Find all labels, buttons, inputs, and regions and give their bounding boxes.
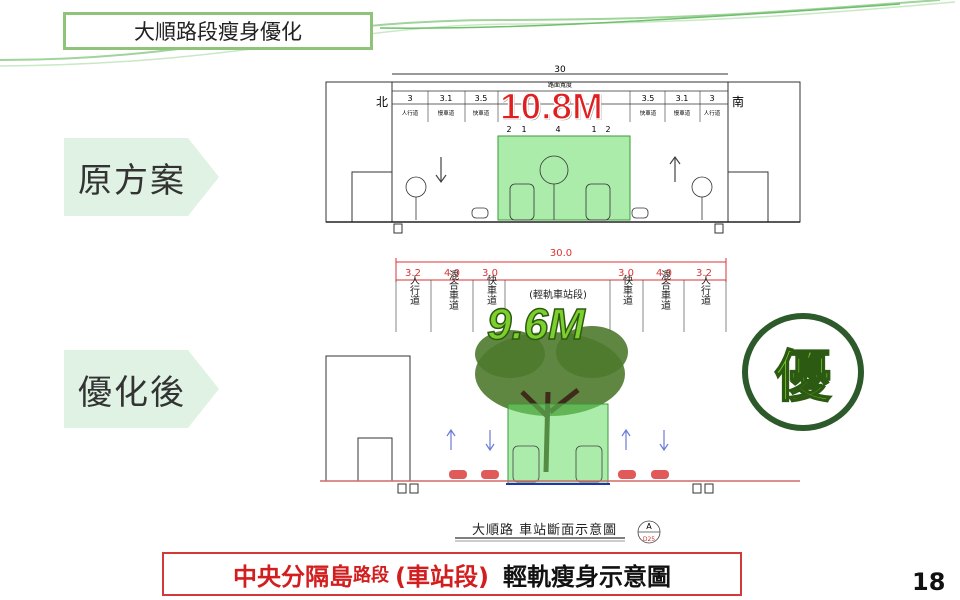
opt-dim-3: 3.0	[482, 268, 498, 279]
orig-center-dim-2: 1	[521, 125, 526, 134]
opt-lane-station: (輕軌車站段)	[529, 288, 587, 301]
orig-center-dim-4: 1	[591, 125, 596, 134]
opt-dim-4: 3.0	[618, 268, 634, 279]
opt-dim-5: 4.0	[656, 268, 672, 279]
orig-dim-3: 3.5	[475, 94, 488, 103]
optimized-width-label: 9.6M	[486, 299, 585, 350]
orig-center-dim-3: 4	[555, 125, 560, 134]
plan-tag-sub: D25	[643, 536, 655, 543]
original-width-label: 10.8M	[499, 85, 603, 128]
orig-lane-4: 快車道	[640, 109, 657, 117]
page-number: 18	[912, 568, 946, 596]
optimized-badge: 優	[742, 313, 864, 431]
label-optimized: 優化後	[64, 350, 219, 428]
orig-center-dim-5: 2	[605, 125, 610, 134]
orig-dim-1: 3	[407, 94, 412, 103]
orig-dim-6: 3.1	[676, 94, 689, 103]
orig-lane-1: 人行道	[402, 109, 419, 117]
plan-caption: 大順路 車站斷面示意圖	[472, 523, 618, 538]
caption-part1: 中央分隔島	[233, 562, 354, 591]
orig-dim-7: 3	[709, 94, 714, 103]
orig-lane-3: 快車道	[473, 109, 490, 117]
opt-lane-5: 快車道	[621, 275, 633, 305]
caption-part4: 輕軌瘦身示意圖	[502, 562, 671, 591]
opt-lane-3: 快車道	[485, 275, 497, 305]
north-label: 北	[376, 95, 388, 109]
label-original: 原方案	[64, 138, 219, 216]
bottom-caption: 中央分隔島 路段 (車站段) 輕軌瘦身示意圖	[162, 552, 742, 596]
opt-total-dim: 30.0	[550, 248, 572, 259]
caption-part2: 路段	[353, 565, 390, 586]
south-label: 南	[732, 94, 744, 109]
opt-lane-7: 人行道	[699, 275, 711, 305]
plan-tag-letter: A	[646, 522, 652, 531]
orig-total-sub: 路面寬度	[548, 81, 572, 89]
orig-center-dim-1: 2	[506, 125, 511, 134]
opt-dim-6: 3.2	[696, 268, 712, 279]
caption-part3: (車站段)	[395, 562, 489, 591]
opt-dim-1: 3.2	[405, 268, 421, 279]
orig-dim-2: 3.1	[440, 94, 453, 103]
orig-dim-5: 3.5	[642, 94, 655, 103]
slide-title: 大順路段瘦身優化	[63, 12, 373, 50]
opt-lane-2: 混合車道	[447, 270, 459, 310]
opt-lane-6: 混合車道	[659, 270, 671, 310]
optimized-cross-section: 30.0 3.2 4.0 3.0 3.0 4.0 3.2 人行道 混合車道 快車…	[320, 248, 800, 494]
opt-lane-1: 人行道	[408, 275, 420, 305]
orig-lane-2: 慢車道	[438, 109, 455, 117]
original-cross-section: 30 路面寬度 北 南 3 3.1 3.5 3.5 3.1 3 人行道 慢車道 …	[325, 65, 801, 234]
orig-lane-5: 慢車道	[674, 109, 691, 117]
plan-caption-underline	[455, 537, 625, 542]
plan-tag: A D25	[637, 520, 661, 544]
opt-dim-2: 4.0	[444, 268, 460, 279]
header-wave-decoration	[0, 0, 956, 67]
orig-lane-6: 人行道	[704, 109, 721, 117]
orig-total-dim: 30	[554, 65, 566, 75]
